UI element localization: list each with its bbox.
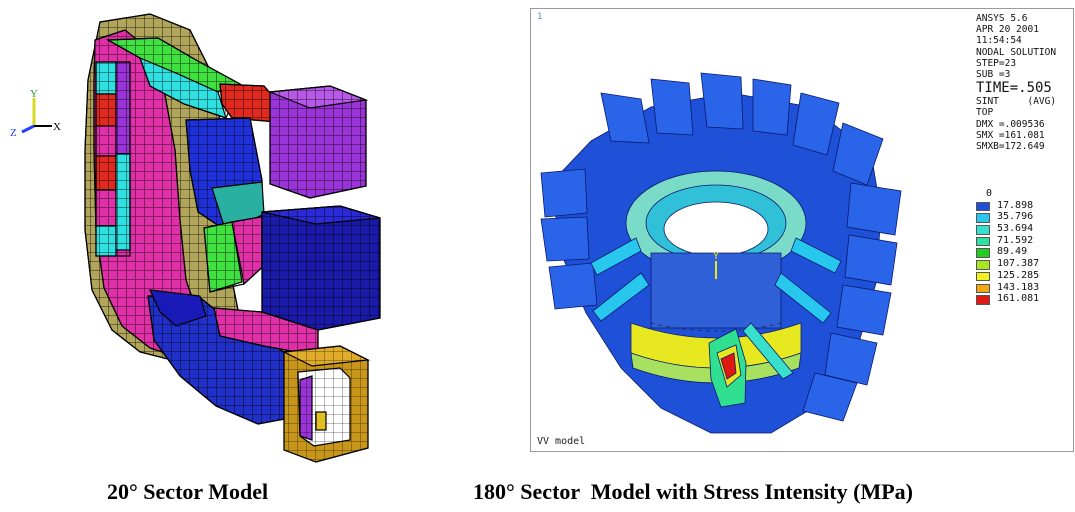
legend-value: 161.081 [997,293,1040,305]
info-time: TIME=.505 [976,80,1052,97]
legend-value: 143.183 [997,281,1040,293]
sector-model-20-figure: Y Z X [0,0,470,470]
info-solution: NODAL SOLUTION [976,46,1057,58]
legend-value: 107.387 [997,258,1040,270]
axis-triad-icon: Y Z X [10,88,61,139]
legend-swatch [976,201,990,212]
legend-swatch [976,283,990,293]
legend-value: 89.49 [997,246,1028,258]
sector-model-20-render [84,13,381,463]
info-program: ANSYS 5.6 [976,13,1028,24]
right-caption: 180° Sector Model with Stress Intensity … [473,479,913,504]
solution-info-block: ANSYS 5.6 APR 20 2001 11:54:54 NODAL SOL… [976,13,1056,152]
info-smx: SMX =161.081 [976,129,1045,141]
svg-text:Y: Y [713,251,719,262]
info-smxb: SMXB=172.649 [976,141,1045,153]
info-step: STEP=23 [976,57,1017,69]
info-time-of-day: 11:54:54 [976,35,1022,47]
legend-swatch [976,260,990,270]
triad-z-label: Z [10,127,17,139]
info-sub: SUB =3 [976,69,1011,81]
legend-value: 71.592 [997,234,1034,246]
info-quantity: SINT (AVG) [976,96,1057,108]
legend-value: 17.898 [997,199,1034,211]
legend-swatch [976,271,990,282]
legend-swatch [976,295,990,305]
left-caption: 20° Sector Model [107,479,269,504]
ansys-result-panel: 1 [530,8,1074,452]
info-dmx: DMX =.009536 [976,118,1045,130]
legend-value: 125.285 [997,269,1040,281]
sector-model-180-render: Y [540,72,902,434]
legend-swatch [976,225,990,235]
legend-swatch [976,248,990,258]
triad-y-label: Y [30,88,38,100]
window-number: 1 [537,12,543,22]
model-label: VV model [537,436,586,447]
info-surface: TOP [976,107,994,119]
coordinate-triad: Y Z X [6,86,66,146]
triad-x-label: X [53,121,61,133]
legend-swatch [976,213,990,223]
info-date: APR 20 2001 [976,24,1039,36]
legend-swatch [976,236,990,247]
legend-min-value: 0 [986,188,993,199]
legend-value: 53.694 [997,223,1034,235]
legend-value: 35.796 [997,211,1034,223]
